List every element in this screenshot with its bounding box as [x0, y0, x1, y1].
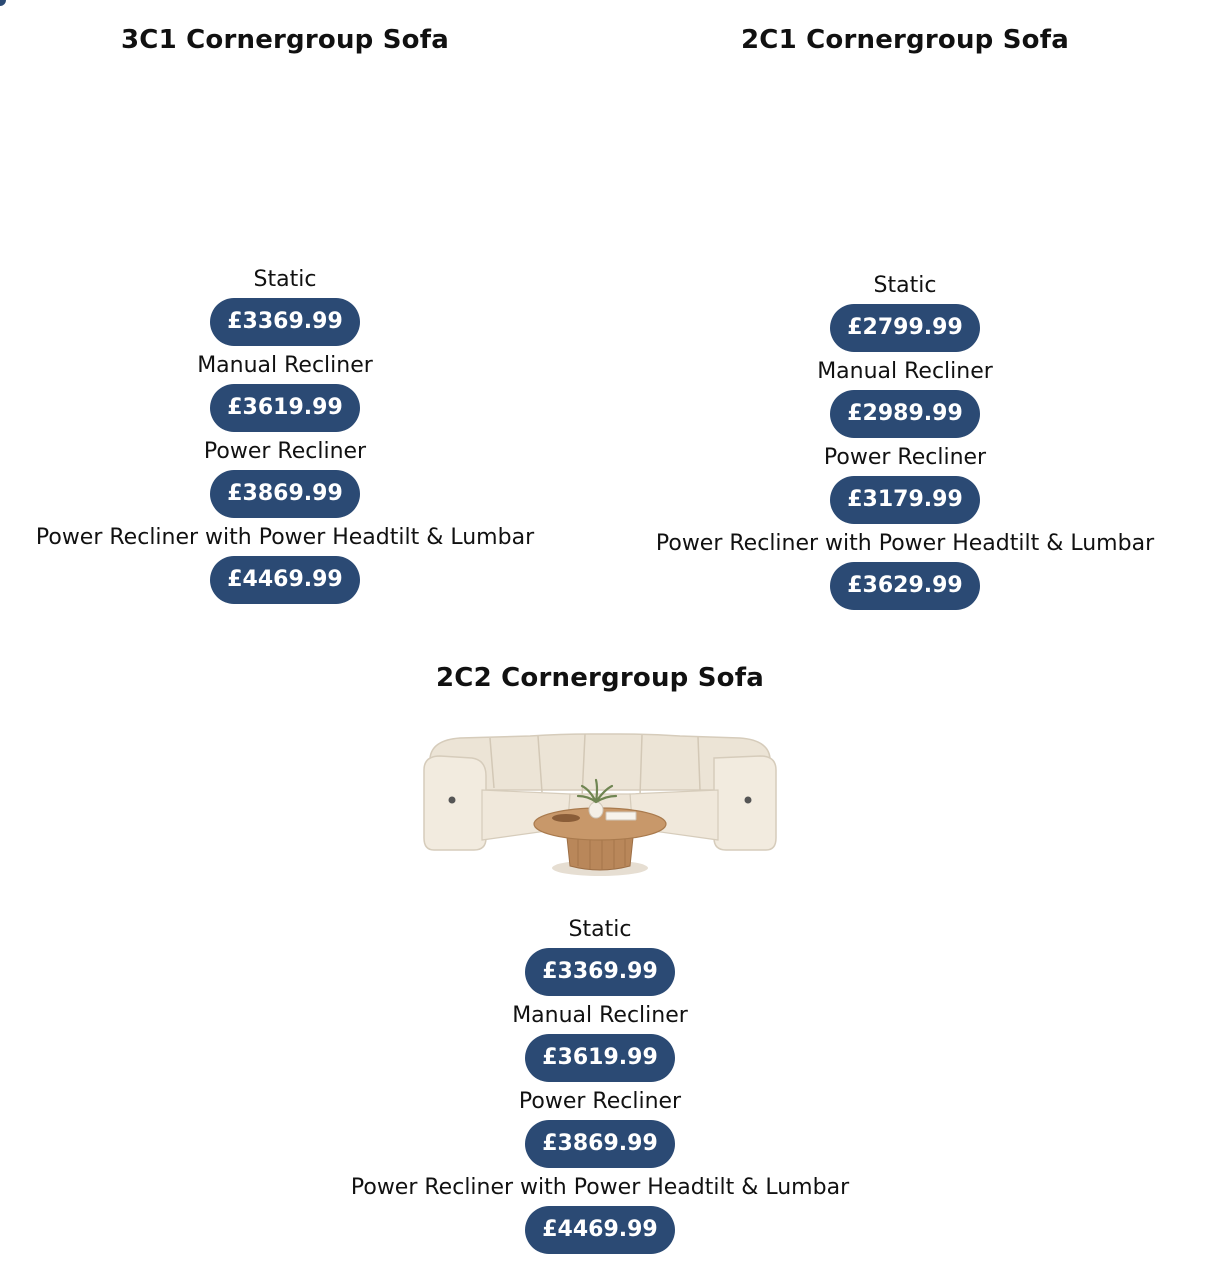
product-image-placeholder — [105, 56, 465, 266]
corner-accent — [0, 0, 6, 6]
option-label: Static — [568, 917, 632, 942]
price-button-static[interactable]: £2799.99 — [830, 304, 980, 352]
price-button-manual-recliner[interactable]: £2989.99 — [830, 390, 980, 438]
price-button-manual-recliner[interactable]: £3619.99 — [525, 1034, 675, 1082]
price-button-power-recliner-headtilt-lumbar[interactable]: £4469.99 — [209, 556, 360, 604]
option-power-recliner-headtilt-lumbar: Power Recliner with Power Headtilt & Lum… — [36, 524, 534, 604]
option-label: Power Recliner — [823, 445, 987, 470]
product-3c1-cornergroup-sofa: 3C1 Cornergroup Sofa Static £3369.99 Man… — [20, 24, 550, 604]
option-manual-recliner: Manual Recliner £2989.99 — [817, 358, 993, 438]
product-title: 2C1 Cornergroup Sofa — [741, 25, 1069, 55]
product-2c1-cornergroup-sofa: 2C1 Cornergroup Sofa Static £2799.99 Man… — [620, 24, 1190, 610]
price-button-power-recliner[interactable]: £3869.99 — [525, 1120, 675, 1168]
price-button-power-recliner[interactable]: £3179.99 — [830, 476, 980, 524]
option-label: Static — [873, 273, 937, 298]
product-image-placeholder — [725, 56, 1085, 272]
price-button-power-recliner[interactable]: £3869.99 — [210, 470, 360, 518]
option-manual-recliner: Manual Recliner £3619.99 — [197, 352, 373, 432]
option-label: Manual Recliner — [197, 353, 373, 378]
option-static: Static £2799.99 — [830, 272, 980, 352]
corner-sofa-image — [423, 733, 777, 876]
option-power-recliner-headtilt-lumbar: Power Recliner with Power Headtilt & Lum… — [656, 530, 1154, 610]
product-2c2-cornergroup-sofa: 2C2 Cornergroup Sofa — [330, 662, 870, 1254]
option-label: Static — [253, 267, 317, 292]
option-label: Manual Recliner — [817, 359, 993, 384]
option-label: Power Recliner — [203, 439, 367, 464]
option-power-recliner-headtilt-lumbar: Power Recliner with Power Headtilt & Lum… — [351, 1174, 849, 1254]
option-label: Manual Recliner — [512, 1003, 688, 1028]
option-label: Power Recliner with Power Headtilt & Lum… — [350, 1175, 850, 1200]
product-title: 2C2 Cornergroup Sofa — [436, 663, 764, 693]
option-power-recliner: Power Recliner £3869.99 — [204, 438, 366, 518]
price-button-static[interactable]: £3369.99 — [525, 948, 675, 996]
price-button-power-recliner-headtilt-lumbar[interactable]: £4469.99 — [524, 1206, 675, 1254]
option-static: Static £3369.99 — [525, 916, 675, 996]
price-button-manual-recliner[interactable]: £3619.99 — [210, 384, 360, 432]
option-power-recliner: Power Recliner £3869.99 — [519, 1088, 681, 1168]
price-button-power-recliner-headtilt-lumbar[interactable]: £3629.99 — [829, 562, 980, 610]
option-manual-recliner: Manual Recliner £3619.99 — [512, 1002, 688, 1082]
option-label: Power Recliner with Power Headtilt & Lum… — [655, 531, 1155, 556]
option-label: Power Recliner with Power Headtilt & Lum… — [35, 525, 535, 550]
option-label: Power Recliner — [518, 1089, 682, 1114]
price-button-static[interactable]: £3369.99 — [210, 298, 360, 346]
option-power-recliner: Power Recliner £3179.99 — [824, 444, 986, 524]
product-image — [420, 694, 780, 916]
option-static: Static £3369.99 — [210, 266, 360, 346]
product-title: 3C1 Cornergroup Sofa — [121, 25, 449, 55]
